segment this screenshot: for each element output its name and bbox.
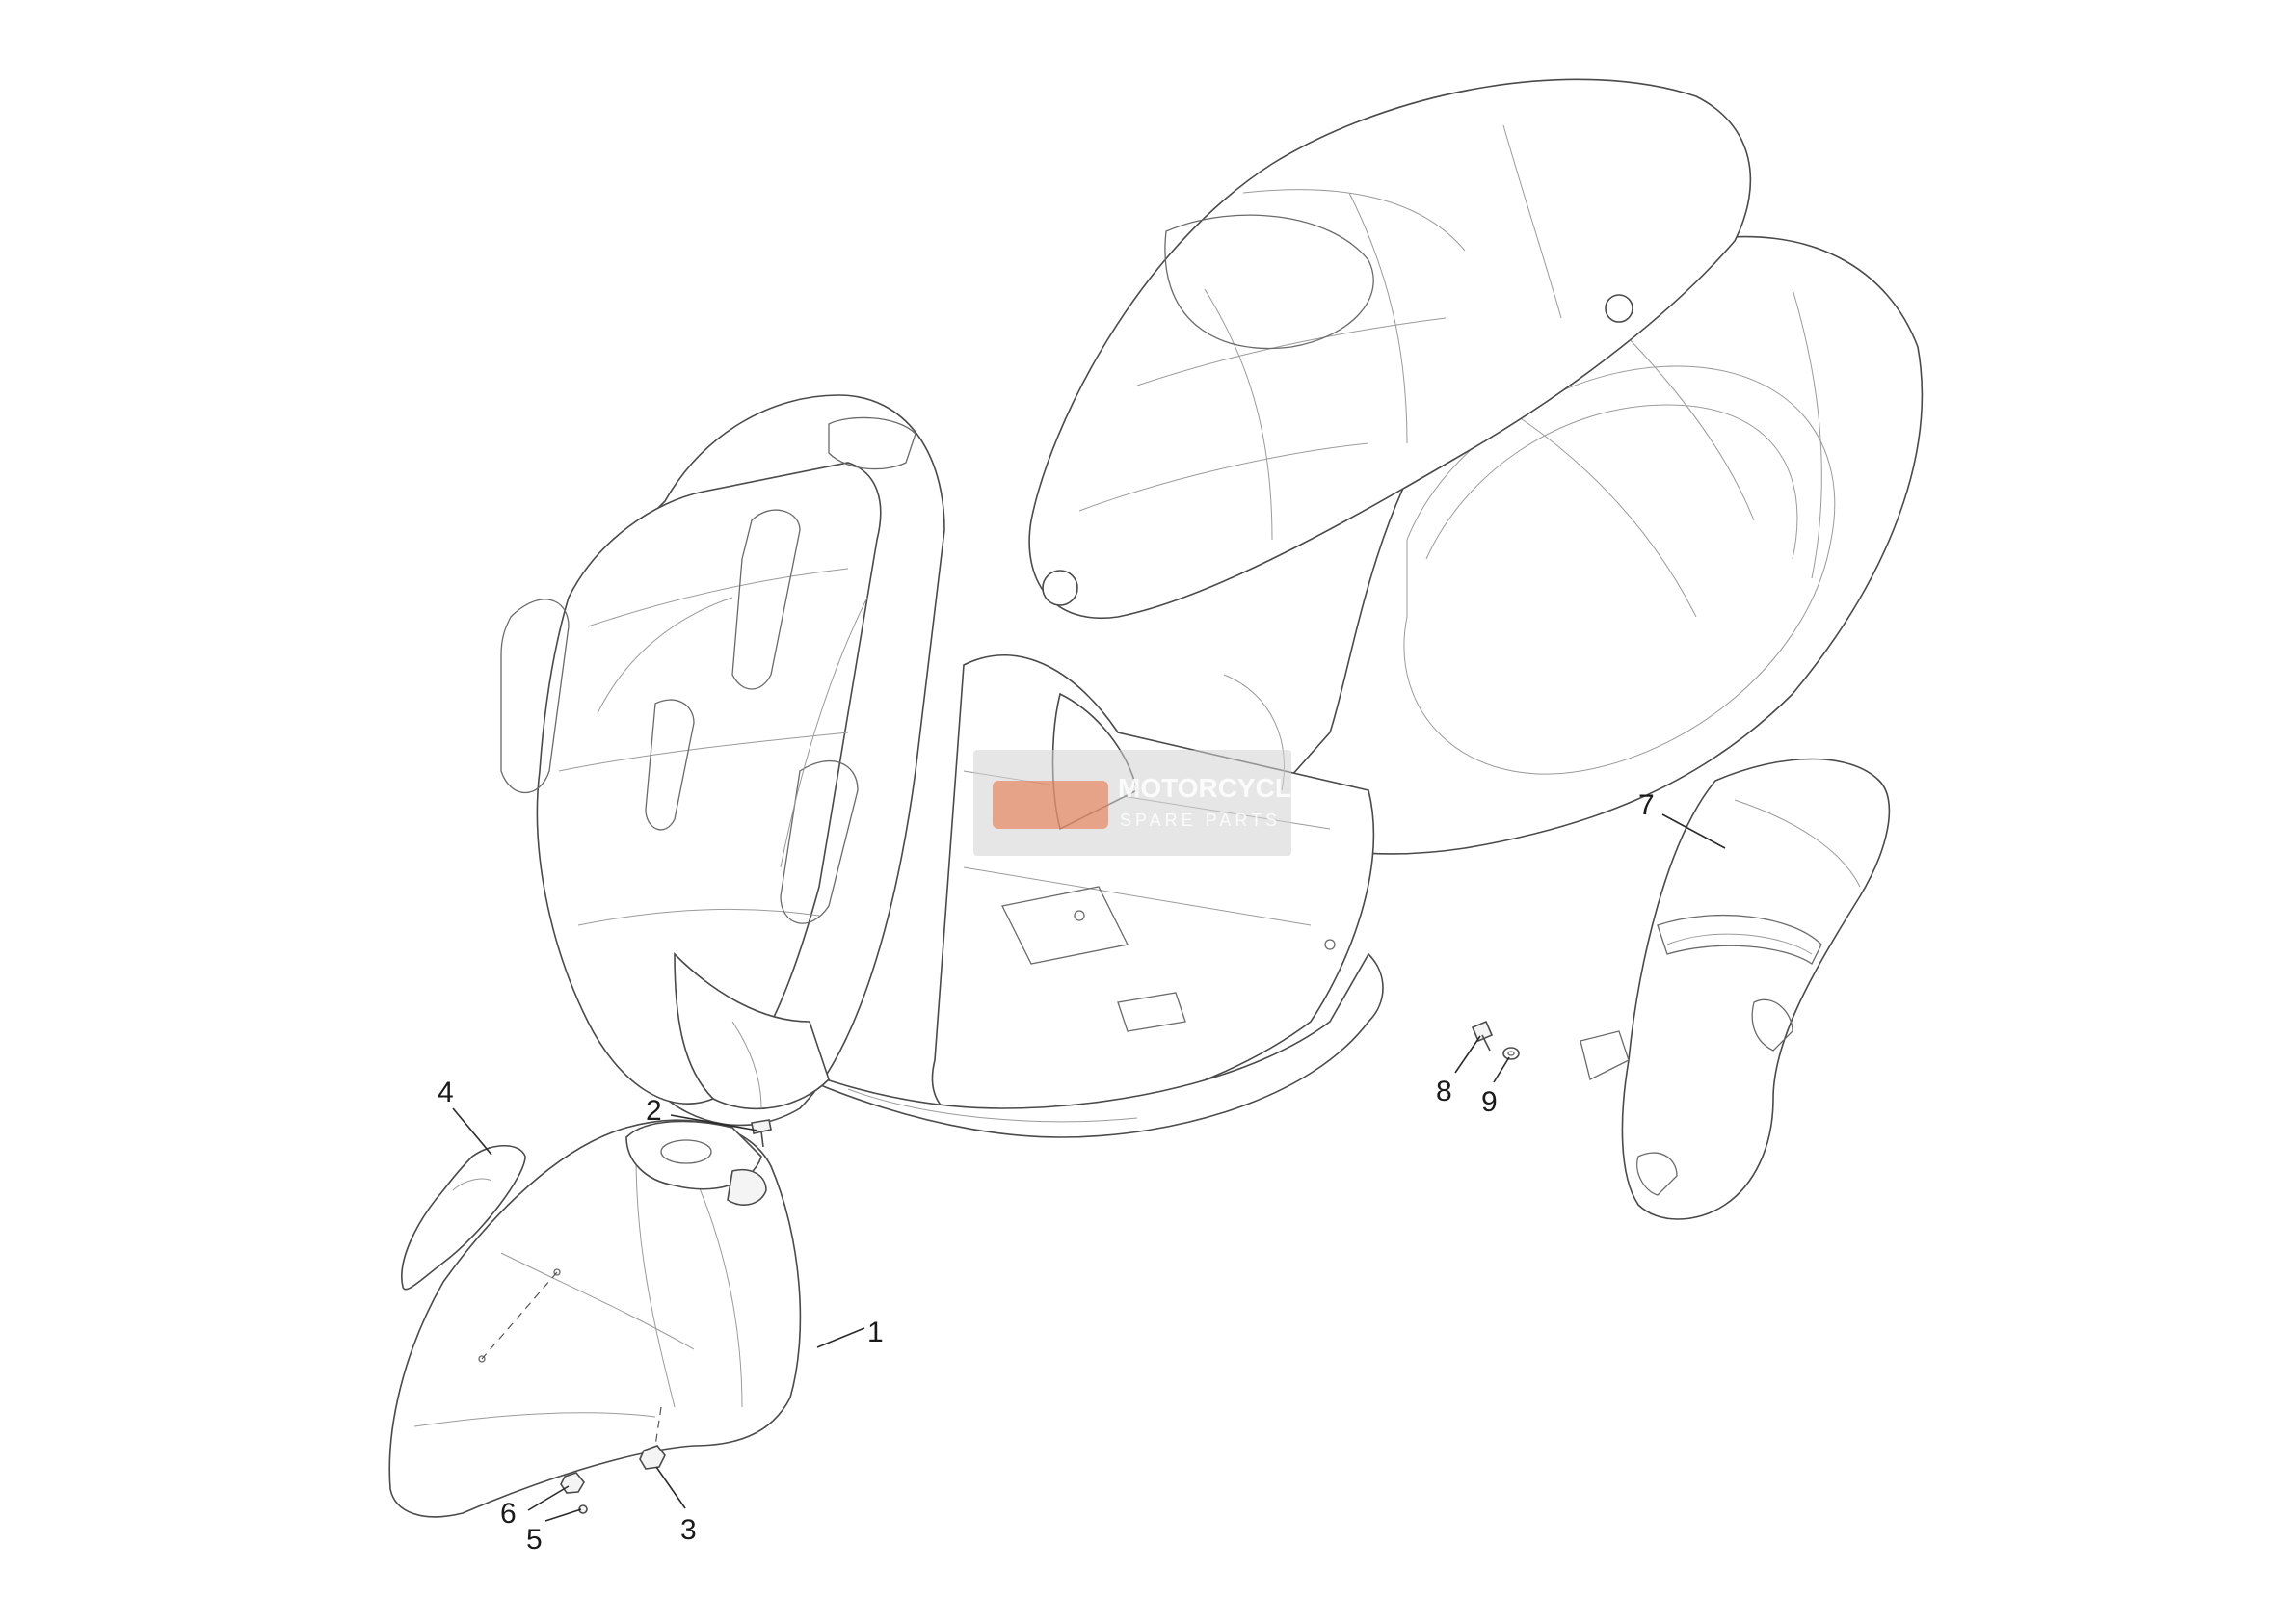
part-number-5[interactable]: 5 — [526, 1524, 543, 1556]
watermark-subtitle: SPARE PARTS — [1120, 811, 1281, 830]
part-number-6[interactable]: 6 — [500, 1498, 517, 1530]
rear-mudguard-part — [1580, 758, 1891, 1220]
screw-8-part — [1471, 1020, 1494, 1052]
washer-9-part — [1502, 1047, 1520, 1060]
watermark: MOTORCYCL SPARE PARTS — [973, 750, 1291, 856]
part-number-3[interactable]: 3 — [680, 1514, 697, 1546]
part-number-callouts: 1 2 3 4 5 6 7 8 9 — [438, 789, 1655, 1556]
nut-3-part — [639, 1406, 666, 1470]
part-number-7[interactable]: 7 — [1638, 789, 1655, 821]
leader-lines — [452, 813, 1726, 1522]
part-number-1[interactable]: 1 — [867, 1317, 884, 1348]
front-mudguard-part — [388, 1119, 802, 1518]
part-number-4[interactable]: 4 — [438, 1077, 454, 1108]
part-number-2[interactable]: 2 — [646, 1095, 662, 1127]
screw-2-part — [751, 1119, 772, 1148]
nut-6-part — [560, 1472, 585, 1494]
part-number-8[interactable]: 8 — [1436, 1076, 1452, 1107]
front-mudguard-trim-part — [401, 1145, 526, 1291]
watermark-title: MOTORCYCL — [1118, 773, 1291, 803]
part-number-9[interactable]: 9 — [1481, 1086, 1498, 1118]
